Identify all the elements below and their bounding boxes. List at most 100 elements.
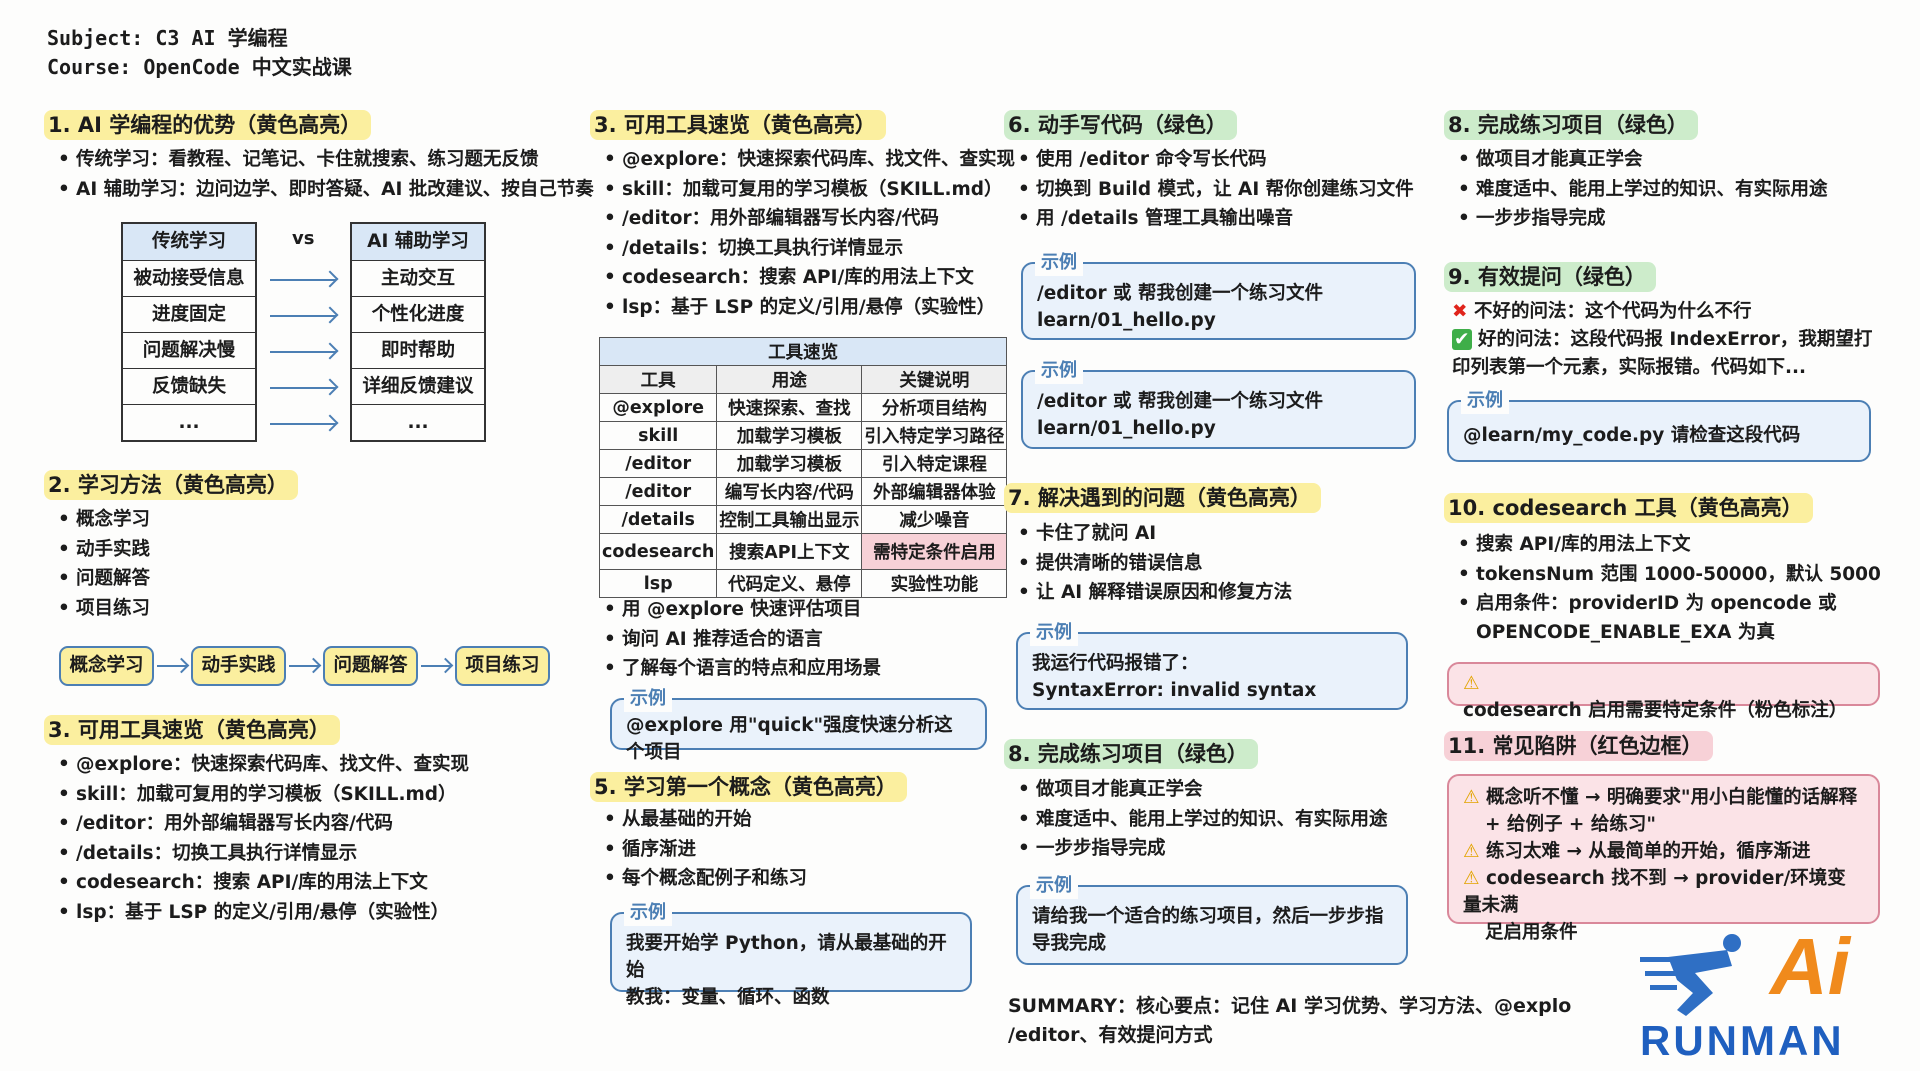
bullet-item: skill：加载可复用的学习模板（SKILL.md） [600,175,1015,205]
warning-icon: ⚠ [1463,673,1480,694]
table-cell: 快速探索、查找 [716,393,863,422]
example-text: learn/01_hello.py [1037,418,1216,439]
flow-step: 项目练习 [455,646,550,686]
table-cell: @explore [598,393,718,422]
bullet-item: 难度适中、能用上学过的知识、有实际用途 [1454,175,1828,205]
compare-right-column: AI 辅助学习主动交互个性化进度即时帮助详细反馈建议... [350,222,486,442]
bullet-item: 问题解答 [54,564,150,594]
bullet-item: tokensNum 范围 1000-50000，默认 5000 [1454,560,1881,590]
bullet-continuation: OPENCODE_ENABLE_EXA 为真 [1476,622,1775,643]
compare-cell: ... [123,404,255,440]
bullet-item: 让 AI 解释错误原因和修复方法 [1014,578,1292,608]
pitfalls-box: ⚠ 概念听不懂 → 明确要求"用小白能懂的话解释 + 给例子 + 给练习" ⚠ … [1447,774,1880,943]
example-text: @explore 用"quick"强度快速分析这个项目 [626,715,953,763]
warning-icon: ⚠ [1463,868,1480,889]
bullet-item: 传统学习：看教程、记笔记、卡住就搜索、练习题无反馈 [54,145,594,175]
subject-line: Subject: C3 AI 学编程 [47,26,288,50]
example-box: 示例 @learn/my_code.py 请检查这段代码 [1447,387,1871,462]
example-text: @learn/my_code.py 请检查这段代码 [1463,425,1801,446]
good-question-cont: 印列表第一个元素，实际报错。代码如下... [1452,357,1807,378]
arrow-icon [270,351,336,353]
example-box: 示例 /editor 或 帮我创建一个练习文件 learn/01_hello.p… [1021,249,1416,340]
compare-cell: 反馈缺失 [123,368,255,404]
bullet-item: 搜索 API/库的用法上下文 [1454,530,1881,560]
example-text: 我运行代码报错了： [1032,653,1199,674]
table-cell: 分析项目结构 [861,393,1008,422]
pitfall-item: 练习太难 → 从最简单的开始，循序渐进 [1486,841,1811,862]
example-box: 示例 我运行代码报错了： SyntaxError: invalid syntax [1016,619,1408,710]
pitfall-item: codesearch 找不到 → provider/环境变量未满 [1463,868,1846,916]
flow-step: 动手实践 [191,646,286,686]
compare-cell: 问题解决慢 [123,332,255,368]
example-text: /editor 或 帮我创建一个练习文件 [1037,283,1323,304]
bullet-item: 用 /details 管理工具输出噪音 [1014,204,1414,234]
section-10-bullets: 搜索 API/库的用法上下文tokensNum 范围 1000-50000，默认… [1454,530,1881,619]
table-cell: /details [598,505,718,534]
compare-cell: ... [352,404,484,440]
example-box: 示例 @explore 用"quick"强度快速分析这个项目 [610,685,987,763]
section-6-bullets: 使用 /editor 命令写长代码切换到 Build 模式，让 AI 帮你创建练… [1014,145,1414,234]
bullet-item: skill：加载可复用的学习模板（SKILL.md） [54,780,469,810]
bullet-item: 用 @explore 快速评估项目 [600,595,881,625]
bullet-item: 从最基础的开始 [600,805,807,835]
arrow-icon [421,665,451,667]
example-text: 请给我一个适合的练习项目，然后一步步指 [1032,906,1384,927]
table-cell: 代码定义、悬停 [716,569,863,598]
check-mark-icon: ✔ [1452,329,1472,350]
arrow-icon [289,665,319,667]
pitfall-item: 概念听不懂 → 明确要求"用小白能懂的话解释 [1486,787,1858,808]
bullet-item: /editor：用外部编辑器写长内容/代码 [600,204,1015,234]
section-3-bullets-repeat: @explore：快速探索代码库、找文件、查实现skill：加载可复用的学习模板… [54,750,469,927]
bullet-item: codesearch：搜索 API/库的用法上下文 [54,868,469,898]
column-header: 关键说明 [861,365,1008,394]
section-1-bullets: 传统学习：看教程、记笔记、卡住就搜索、练习题无反馈AI 辅助学习：边问边学、即时… [54,145,594,204]
section-10-title: 10. codesearch 工具（黄色高亮） [1444,493,1813,523]
example-label: 示例 [1030,872,1078,899]
logo-ai: Ai [1770,922,1850,1011]
arrow-icon [270,423,336,425]
bullet-item: 了解每个语言的特点和应用场景 [600,654,881,684]
example-text: 导我完成 [1032,933,1107,954]
table-cell: /editor [598,449,718,478]
section-6-title: 6. 动手写代码（绿色） [1004,110,1237,140]
table-cell: 编写长内容/代码 [716,477,863,506]
section-5-bullets: 从最基础的开始循序渐进每个概念配例子和练习 [600,805,807,894]
arrow-icon [270,315,336,317]
summary: SUMMARY：核心要点：记住 AI 学习优势、学习方法、@explo /edi… [1008,992,1571,1050]
example-label: 示例 [624,899,672,926]
example-text: learn/01_hello.py [1037,310,1216,331]
flow-step: 概念学习 [59,646,154,686]
section-4-bullets: 用 @explore 快速评估项目询问 AI 推荐适合的语言了解每个语言的特点和… [600,595,881,684]
example-label: 示例 [1035,357,1083,384]
table-cell: 加载学习模板 [716,421,863,450]
example-label: 示例 [1030,619,1078,646]
example-box: 示例 请给我一个适合的练习项目，然后一步步指 导我完成 [1016,872,1408,965]
table-cell: codesearch [598,533,718,570]
bullet-item: 概念学习 [54,505,150,535]
bullet-item: 做项目才能真正学会 [1014,775,1388,805]
arrow-icon [270,387,336,389]
section-9-title: 9. 有效提问（绿色） [1444,262,1656,292]
codesearch-note: ⚠ codesearch 启用需要特定条件（粉色标注） [1447,662,1880,721]
summary-line: SUMMARY：核心要点：记住 AI 学习优势、学习方法、@explo [1008,995,1572,1017]
course-line: Course: OpenCode 中文实战课 [47,55,352,79]
table-cell: 需特定条件启用 [861,533,1008,570]
arrow-icon [270,279,336,281]
bullet-item: 难度适中、能用上学过的知识、有实际用途 [1014,805,1388,835]
example-box: 示例 /editor 或 帮我创建一个练习文件 learn/01_hello.p… [1021,357,1416,449]
runner-icon [1640,934,1741,1016]
bullet-item: 一步步指导完成 [1454,204,1828,234]
table-cell: 减少噪音 [861,505,1008,534]
runman-logo: Ai RUNMAN [1640,922,1910,1065]
column-header: 用途 [716,365,863,394]
table-cell: 加载学习模板 [716,449,863,478]
table-cell: 引入特定学习路径 [861,421,1008,450]
bullet-item: 项目练习 [54,594,150,624]
pitfall-item-cont: 足启用条件 [1485,922,1578,943]
section-5-title: 5. 学习第一个概念（黄色高亮） [590,772,907,802]
